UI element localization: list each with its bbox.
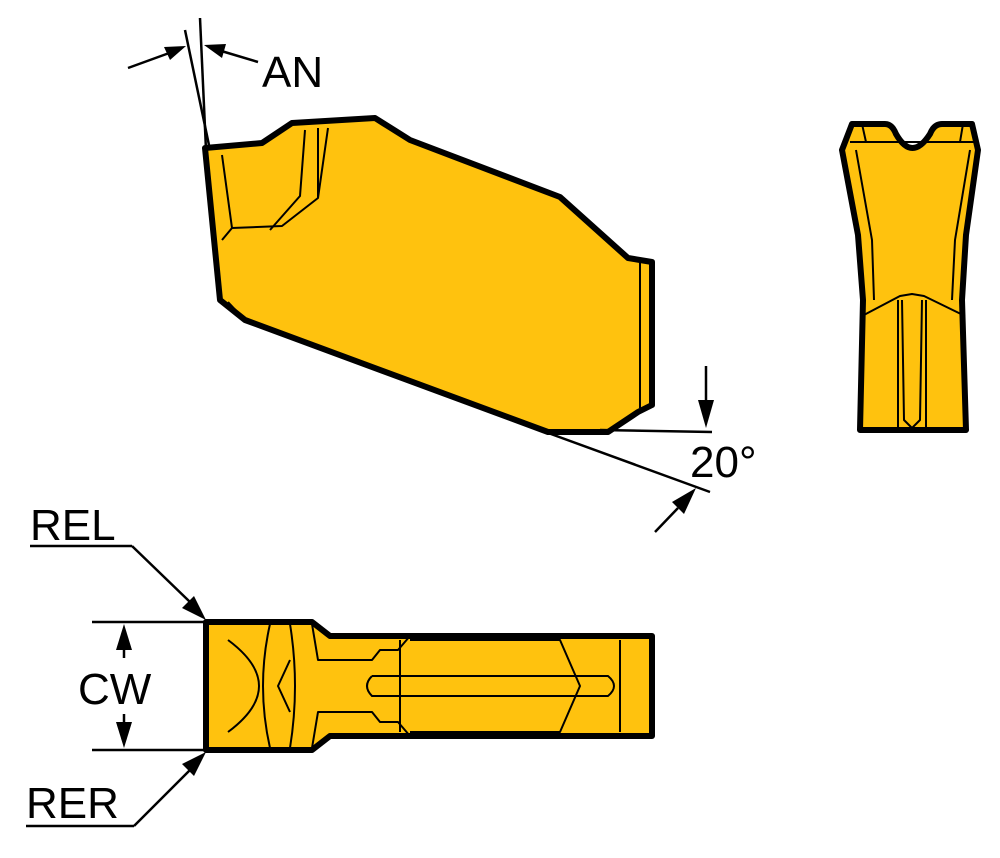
angle-arrow-top xyxy=(698,400,714,428)
top-view-front-contours xyxy=(227,623,296,749)
rel-label: REL xyxy=(30,501,116,550)
cw-arrow-top xyxy=(116,624,132,650)
an-leader-right xyxy=(217,48,259,64)
front-view-top-edge xyxy=(850,123,976,143)
front-view-groove xyxy=(897,299,927,430)
side-view xyxy=(202,115,655,435)
side-view-front-face xyxy=(221,127,329,241)
rel-dimension: REL xyxy=(30,501,206,620)
an-leader-left xyxy=(127,50,173,70)
top-view-side-lines xyxy=(399,639,581,733)
cw-label: CW xyxy=(78,665,152,714)
side-view-bottom-edge xyxy=(227,301,246,321)
top-view xyxy=(203,619,655,753)
top-view-body xyxy=(203,619,655,753)
angle-leader-bottom xyxy=(654,507,679,533)
front-view-waist xyxy=(861,293,966,317)
angle-label: 20° xyxy=(690,438,757,487)
top-view-groove xyxy=(366,675,615,697)
an-arrow-left xyxy=(164,46,186,60)
an-arrow-right xyxy=(204,44,226,58)
angle-dimension: 20° xyxy=(539,366,757,533)
front-view-side-flanks xyxy=(855,149,971,301)
side-view-chipbreaker xyxy=(269,128,319,231)
rel-leader xyxy=(131,545,191,603)
cw-dimension: CW xyxy=(78,620,206,752)
an-extension-line-2 xyxy=(198,17,208,151)
rer-label: RER xyxy=(26,779,119,828)
an-dimension: AN xyxy=(127,17,323,151)
angle-slope-line xyxy=(539,428,711,494)
front-view xyxy=(839,121,981,433)
angle-base-line xyxy=(599,428,713,434)
side-view-body xyxy=(202,115,655,435)
front-view-body xyxy=(839,121,981,433)
cw-arrow-bottom xyxy=(116,722,132,748)
an-label: AN xyxy=(262,48,323,97)
rer-dimension: RER xyxy=(26,752,206,828)
rer-arrow xyxy=(182,752,206,776)
rer-leader xyxy=(133,769,191,827)
rel-arrow xyxy=(182,596,206,620)
angle-arrow-bottom xyxy=(672,488,696,514)
